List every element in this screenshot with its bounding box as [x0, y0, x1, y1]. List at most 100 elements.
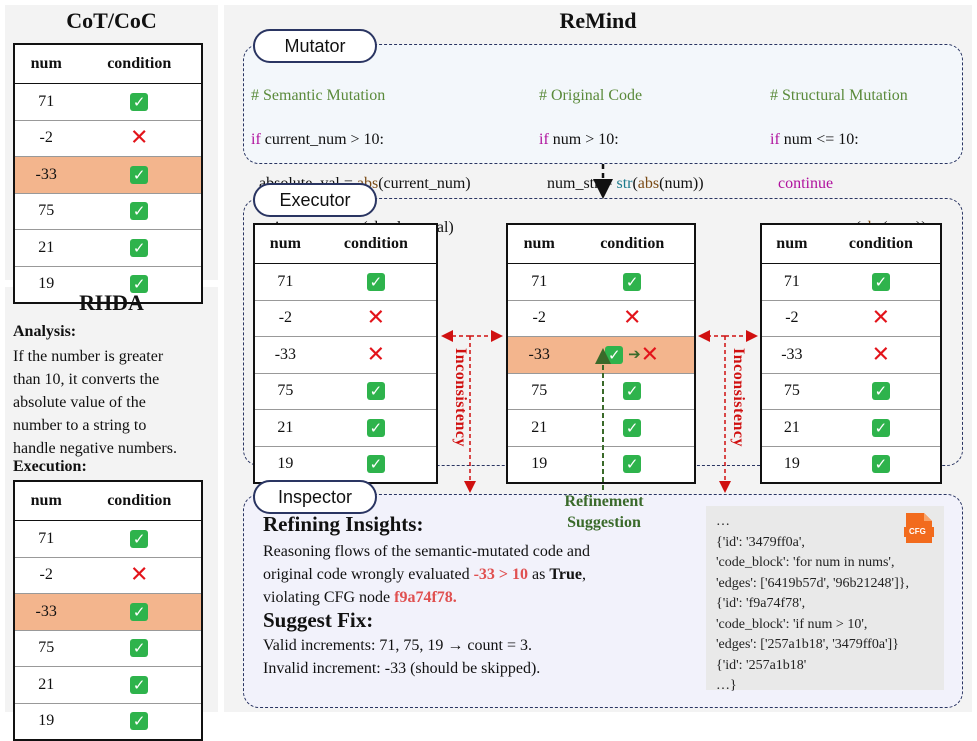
- column-header: num: [14, 481, 78, 521]
- check-icon: ✓: [366, 418, 385, 437]
- check-icon: ✓: [130, 675, 149, 694]
- check-icon: ✓: [366, 382, 385, 401]
- num-cell: 75: [761, 372, 822, 410]
- num-cell: 19: [14, 265, 78, 303]
- cross-icon: ✕: [366, 305, 386, 331]
- column-header: condition: [570, 224, 695, 264]
- kw-continue: continue: [770, 175, 834, 192]
- cfg-line: 'code_block': 'for num in nums',: [716, 555, 895, 570]
- column-header: condition: [77, 44, 202, 84]
- check-icon: ✓: [366, 272, 385, 291]
- inconsistency-label-right: Inconsistency: [730, 348, 747, 447]
- condition-cell: ✕: [77, 119, 202, 157]
- mutator-box: [243, 44, 963, 164]
- condition-cell: ✓: [821, 409, 941, 446]
- code-text: num > 10:: [548, 131, 619, 148]
- condition-cell: ✓: [77, 156, 202, 193]
- check-icon: ✓: [130, 238, 149, 257]
- num-cell: 19: [14, 702, 78, 740]
- num-cell: 75: [14, 629, 78, 667]
- condition-cell: ✕: [821, 299, 941, 337]
- insights-text: as: [528, 566, 550, 583]
- fn-abs: abs: [637, 175, 660, 192]
- check-icon: ✓: [130, 639, 149, 658]
- cfg-line: …: [716, 514, 730, 529]
- condition-cell: ✓: [570, 263, 695, 300]
- suggestion-word: Suggestion: [567, 514, 641, 531]
- check-icon: ✓: [623, 272, 642, 291]
- analysis-line: absolute value of the: [13, 394, 146, 411]
- code-text: current_num > 10:: [260, 131, 384, 148]
- check-icon: ✓: [130, 92, 149, 111]
- condition-cell: ✓: [77, 520, 202, 557]
- condition-cell: ✓: [821, 263, 941, 300]
- condition-cell: ✓: [570, 409, 695, 446]
- num-cell: 71: [14, 83, 78, 120]
- num-cell: -2: [14, 556, 78, 594]
- fix-body: Valid increments: 71, 75, 19 → count = 3…: [263, 634, 540, 680]
- condition-cell: ✓: [570, 372, 695, 410]
- table-row: -2 ✕: [14, 119, 202, 157]
- rhda-analysis-label: Analysis:: [13, 323, 77, 340]
- check-icon: ✓: [130, 202, 149, 221]
- cross-icon: ✕: [129, 125, 149, 151]
- condition-cell: ✓: [315, 409, 437, 446]
- num-cell: -2: [254, 299, 316, 337]
- num-cell: -2: [761, 299, 822, 337]
- rhda-execution-label: Execution:: [13, 458, 87, 475]
- inspector-label: Inspector: [253, 480, 377, 514]
- table-row: 75 ✓: [254, 372, 437, 410]
- num-cell: -2: [507, 299, 571, 337]
- table-row: 19 ✓: [254, 445, 437, 483]
- num-cell: -33: [761, 336, 822, 373]
- cross-icon: ✕: [871, 305, 891, 331]
- code-text: (current_num): [378, 175, 471, 192]
- cot-title: CoT/CoC: [66, 8, 157, 33]
- check-icon: ✓: [871, 455, 890, 474]
- insights-line-1: Reasoning flows of the semantic-mutated …: [263, 543, 591, 560]
- num-cell: 19: [254, 445, 316, 483]
- check-icon: ✓: [623, 418, 642, 437]
- condition-cell: ✓: [77, 629, 202, 667]
- cfg-line: 'edges': ['257a1b18', '3479ff0a']}: [716, 637, 899, 652]
- table-row: 19 ✓: [14, 702, 202, 740]
- cfg-line: …}: [716, 678, 737, 693]
- fn-str: str: [616, 175, 633, 192]
- table-row: 75 ✓: [14, 629, 202, 667]
- cfg-line: 'edges': ['6419b57d', '96b21248']},: [716, 575, 909, 591]
- column-header: condition: [77, 481, 202, 521]
- code-text: (num)): [659, 175, 704, 192]
- condition-cell: ✓: [77, 265, 202, 303]
- code-text: (: [632, 175, 638, 192]
- column-header: num: [14, 44, 78, 84]
- table-row: 71✓: [254, 263, 437, 300]
- original-code: # Original Code if num > 10: num_str = s…: [539, 63, 704, 217]
- table-row: 21✓: [254, 409, 437, 446]
- condition-cell: ✓: [77, 192, 202, 230]
- check-icon: ✓: [130, 712, 149, 731]
- num-cell: -2: [14, 119, 78, 157]
- num-cell: -33: [507, 336, 571, 373]
- insights-text: ,: [581, 566, 586, 583]
- table-row: 19✓: [761, 445, 941, 483]
- column-header: num: [761, 224, 822, 264]
- num-cell: 75: [254, 372, 316, 410]
- original-comment: # Original Code: [539, 87, 643, 104]
- cross-icon: ✕: [871, 341, 891, 367]
- check-icon: ✓: [623, 455, 642, 474]
- condition-cell: ✕: [821, 336, 941, 373]
- analysis-line: handle negative numbers.: [13, 440, 177, 457]
- num-cell: 21: [14, 666, 78, 703]
- table-row: 19✓: [14, 265, 202, 303]
- condition-cell: ✓: [315, 445, 437, 483]
- condition-cell: ✕: [77, 556, 202, 594]
- column-header: condition: [821, 224, 941, 264]
- cross-icon: ✕: [640, 342, 660, 368]
- num-cell: 19: [507, 445, 571, 483]
- cfg-line: {'id': 'f9a74f78',: [716, 596, 806, 611]
- table-row: -33✓: [14, 593, 202, 630]
- kw-if: if: [770, 131, 780, 148]
- fix-line-2: Invalid increment: -33 (should be skippe…: [263, 660, 541, 677]
- check-icon: ✓: [366, 455, 385, 474]
